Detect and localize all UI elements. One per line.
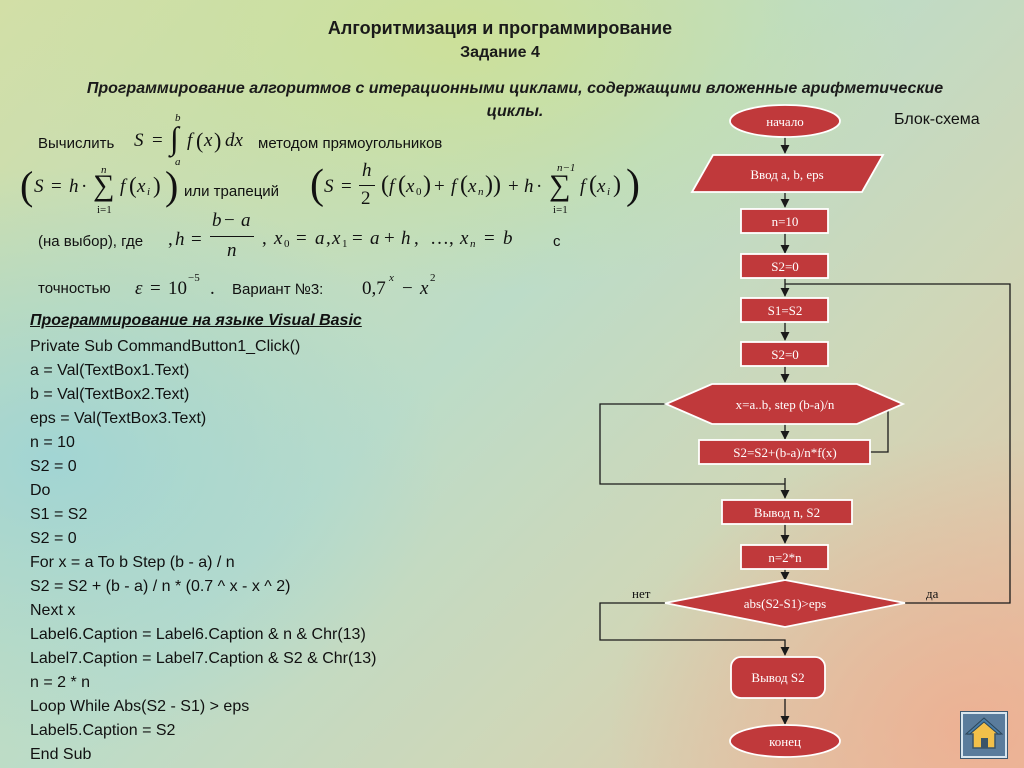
code-line: n = 10 (30, 434, 75, 451)
input-text: Ввод a, b, eps (750, 167, 823, 182)
rect-sum-top: n (101, 164, 107, 176)
or-trapezoid-text: или трапеций (184, 183, 280, 200)
code-line: For x = a To b Step (b - a) / n (30, 554, 235, 571)
code-line: b = Val(TextBox2.Text) (30, 386, 190, 403)
n-init-text: n=10 (772, 214, 799, 229)
slide-title: Алгоритмизация и программирование (327, 18, 673, 38)
rect-sum-bottom: i=1 (97, 204, 112, 216)
output-s2-text: Вывод S2 (751, 670, 804, 685)
integral-upper-limit: b (175, 112, 181, 124)
nodes-formula: , x 0 = a , x 1 = a + h , …, x n = b (262, 228, 513, 250)
code-line: a = Val(TextBox1.Text) (30, 362, 190, 379)
code-line: End Sub (30, 746, 92, 763)
code-line: Loop While Abs(S2 - S1) > eps (30, 698, 250, 715)
code-line: S1 = S2 (30, 506, 88, 523)
code-line: S2 = S2 + (b - a) / n * (0.7 ^ x - x ^ 2… (30, 578, 291, 595)
step-formula: , h = b − a n (168, 210, 268, 266)
eps-formula: ε = 10 −5 . (135, 272, 215, 299)
double-n-text: n=2*n (768, 550, 802, 565)
topic-heading: Программирование алгоритмов с итерационн… (30, 77, 1000, 123)
code-line: Label5.Caption = S2 (30, 722, 176, 739)
code-listing: Private Sub CommandButton1_Click() a = V… (30, 335, 376, 767)
method-text: методом прямоугольников (258, 135, 443, 152)
start-text: начало (766, 114, 804, 129)
compute-label: Вычислить (38, 135, 115, 152)
topic-line-2: циклы. (486, 103, 544, 120)
rectangle-formula: ( S = h · n ∑ i=1 f ( x i ) ) (20, 163, 179, 217)
trapezoid-formula: ( S = h 2 ( f ( x 0 ) + f ( x n )) + h ·… (310, 160, 640, 216)
choice-text: (на выбор), где (38, 233, 144, 250)
integral-lower-limit: a (175, 156, 181, 168)
code-line: eps = Val(TextBox3.Text) (30, 410, 207, 427)
end-terminator (729, 724, 841, 758)
s2-init-text: S2=0 (771, 259, 799, 274)
s1-assign-block (740, 297, 829, 323)
s2-init-block (740, 253, 829, 279)
output-n-block (721, 499, 853, 525)
code-line: Label7.Caption = Label7.Caption & S2 & C… (30, 650, 377, 667)
with-text: с (553, 233, 561, 250)
condition-block (664, 579, 906, 628)
input-block (690, 154, 885, 193)
condition-text: abs(S2-S1)>eps (744, 596, 826, 611)
code-line: S2 = 0 (30, 458, 77, 475)
flowchart-label: Блок-схема (894, 111, 980, 128)
home-icon (964, 717, 1004, 749)
s1-assign-text: S1=S2 (768, 303, 803, 318)
code-line: Private Sub CommandButton1_Click() (30, 338, 301, 355)
accumulate-text: S2=S2+(b-a)/n*f(x) (733, 445, 836, 460)
s2-reset-text: S2=0 (771, 347, 799, 362)
trap-sum-top: n−1 (557, 162, 576, 174)
code-heading: Программирование на языке Visual Basic (30, 312, 362, 329)
topic-line-1: Программирование алгоритмов с итерационн… (86, 80, 944, 97)
integral-formula: S = ∫ b a f ( x ) dx (134, 112, 243, 168)
code-line: S2 = 0 (30, 530, 77, 547)
code-line: Next x (30, 602, 76, 619)
s2-reset-block (740, 341, 829, 367)
double-n-block (740, 544, 829, 570)
start-terminator (729, 104, 841, 138)
no-branch-label: нет (632, 586, 651, 601)
loop-block (663, 383, 906, 425)
code-line: Do (30, 482, 51, 499)
accuracy-label: точностью (38, 280, 111, 297)
loop-text: x=a..b, step (b-a)/n (736, 397, 835, 412)
trap-sum-bottom: i=1 (553, 204, 568, 216)
variant-function: 0,7 x − x 2 (362, 272, 436, 299)
output-s2-block (730, 656, 826, 699)
variant-label: Вариант №3: (232, 281, 324, 298)
code-line: Label6.Caption = Label6.Caption & n & Ch… (30, 626, 366, 643)
output-n-text: Вывод n, S2 (754, 505, 820, 520)
n-init-block (740, 208, 829, 234)
end-text: конец (769, 734, 801, 749)
accumulate-block (698, 439, 871, 465)
slide-subtitle: Задание 4 (460, 44, 540, 61)
home-button[interactable] (961, 712, 1007, 758)
code-line: n = 2 * n (30, 674, 91, 691)
yes-branch-label: да (926, 586, 939, 601)
